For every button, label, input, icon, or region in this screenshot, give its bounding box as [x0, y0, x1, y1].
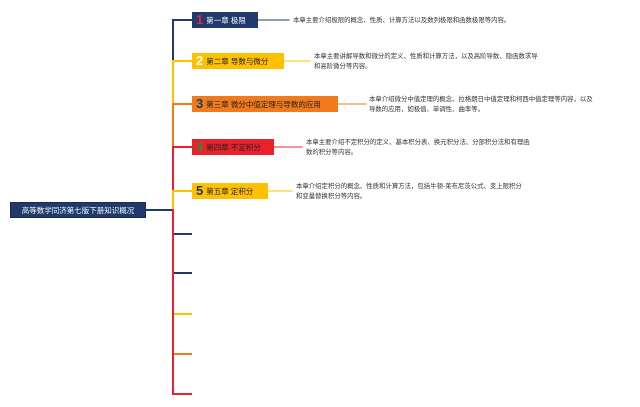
chapter-1-number: 1 — [196, 12, 204, 27]
chapter-1-title: 第一章 极限 — [206, 15, 246, 25]
chapter-2-number: 2 — [196, 53, 204, 68]
chapter-3-desc-line: 导数的应用，如极值、单调性、曲率等。 — [369, 106, 485, 113]
chapter-3-node[interactable]: 3 第三章 微分中值定理与导数的应用 — [192, 96, 338, 112]
chapter-1-description: 本章主要介绍极限的概念、性质、计算方法以及数列极限和函数极限等内容。 — [293, 16, 510, 26]
chapter-2-description: 本章主要讲解导数和微分的定义、性质和计算方法，以及高阶导数、隐函数求导 和高阶微… — [314, 52, 538, 72]
chapter-2-node[interactable]: 2 第二章 导数与微分 — [192, 53, 284, 69]
chapter-4-desc-line: 本章主要介绍不定积分的定义、基本积分表、换元积分法、分部积分法和有理函 — [306, 139, 530, 146]
chapter-1-desc-line: 本章主要介绍极限的概念、性质、计算方法以及数列极限和函数极限等内容。 — [293, 17, 511, 24]
chapter-3-title: 第三章 微分中值定理与导数的应用 — [206, 99, 321, 109]
chapter-5-desc-line: 本章介绍定积分的概念、性质和计算方法，包括牛顿-莱布尼茨公式、变上限积分 — [296, 183, 522, 190]
chapter-4-title: 第四章 不定积分 — [206, 142, 261, 152]
chapter-4-number: 4 — [196, 139, 204, 154]
root-node[interactable]: 高等数学同济第七版下册知识概况 — [10, 202, 146, 218]
chapter-5-description: 本章介绍定积分的概念、性质和计算方法，包括牛顿-莱布尼茨公式、变上限积分 和变量… — [296, 182, 522, 202]
chapter-3-desc-line: 本章介绍微分中值定理的概念、拉格朗日中值定理和柯西中值定理等内容，以及 — [369, 96, 593, 103]
chapter-4-node[interactable]: 4 第四章 不定积分 — [192, 139, 274, 155]
chapter-2-title: 第二章 导数与微分 — [206, 56, 269, 66]
chapter-2-desc-line: 本章主要讲解导数和微分的定义、性质和计算方法，以及高阶导数、隐函数求导 — [314, 53, 538, 60]
chapter-5-desc-line: 和变量替换积分等内容。 — [296, 193, 367, 200]
chapter-3-number: 3 — [196, 96, 204, 111]
chapter-4-desc-line: 数的积分等内容。 — [306, 149, 358, 156]
chapter-5-number: 5 — [196, 183, 204, 198]
chapter-5-node[interactable]: 5 第五章 定积分 — [192, 183, 268, 199]
chapter-5-title: 第五章 定积分 — [206, 186, 254, 196]
chapter-1-node[interactable]: 1 第一章 极限 — [192, 12, 258, 28]
chapter-3-description: 本章介绍微分中值定理的概念、拉格朗日中值定理和柯西中值定理等内容，以及 导数的应… — [369, 95, 593, 115]
chapter-4-description: 本章主要介绍不定积分的定义、基本积分表、换元积分法、分部积分法和有理函 数的积分… — [306, 138, 530, 158]
chapter-2-desc-line: 和高阶微分等内容。 — [314, 63, 372, 70]
